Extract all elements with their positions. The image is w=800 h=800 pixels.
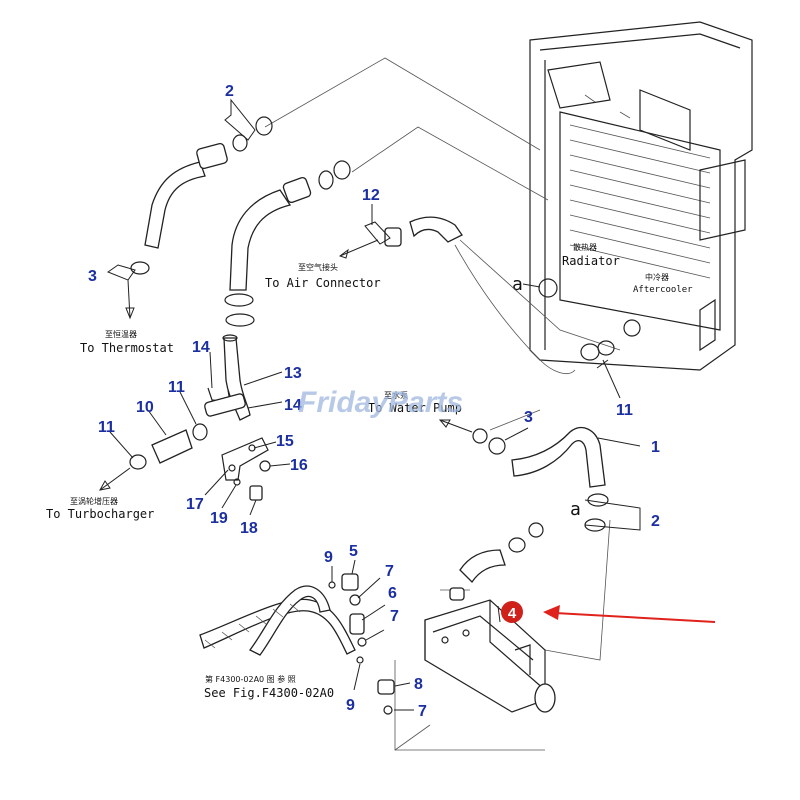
radiator-label: Radiator (562, 254, 620, 268)
callout-14: 14 (192, 339, 210, 356)
reference-lines (264, 57, 621, 661)
aftercooler-label: Aftercooler (633, 285, 693, 295)
thermostat-label: To Thermostat (80, 341, 174, 355)
callout-3: 3 (88, 268, 97, 285)
callout-5: 5 (349, 543, 358, 560)
turbocharger-label: To Turbocharger (46, 507, 154, 521)
turbocharger-label-cn: 至涡轮增压器 (70, 496, 118, 506)
callout-11: 11 (98, 419, 115, 436)
water-pump-label: To Water Pump (368, 401, 462, 415)
radiator-label-cn: 散热器 (573, 242, 597, 252)
callout-12: 12 (362, 187, 380, 204)
callout-leaders (106, 98, 641, 711)
callout-9: 9 (346, 697, 355, 714)
aftercooler-label-cn: 中冷器 (645, 272, 669, 282)
destination-labels: 至空气接头 To Air Connector 至恒温器 To Thermosta… (46, 239, 473, 700)
hose-1 (472, 427, 609, 532)
callout-16: 16 (290, 457, 308, 474)
ref-a-upper: a (512, 274, 523, 295)
callout-8: 8 (414, 676, 423, 693)
thermostat-label-cn: 至恒温器 (105, 329, 137, 339)
lower-assembly (199, 522, 556, 751)
callouts: 2 3 12 14 13 14 10 11 11 15 16 17 19 18 … (88, 83, 660, 720)
callout-18: 18 (240, 520, 258, 537)
callout-11: 11 (616, 402, 633, 419)
callout-7: 7 (390, 608, 399, 625)
callout-7: 7 (418, 703, 427, 720)
callout-17: 17 (186, 496, 204, 513)
callout-19: 19 (210, 510, 228, 527)
callout-13: 13 (284, 365, 302, 382)
callout-3: 3 (524, 409, 533, 426)
callout-15: 15 (276, 433, 294, 450)
air-connector-label-cn: 至空气接头 (298, 262, 338, 272)
see-fig-label: See Fig.F4300-02A0 (204, 686, 334, 700)
callout-1: 1 (651, 439, 660, 456)
callout-11: 11 (168, 379, 185, 396)
callout-2: 2 (651, 513, 660, 530)
callout-4: 4 (508, 605, 517, 622)
fridayparts-watermark: FridayParts (298, 386, 463, 419)
ref-a-lower: a (570, 499, 581, 520)
radiator-assembly: 散热器 Radiator 中冷器 Aftercooler a a (512, 21, 753, 520)
callout-2: 2 (225, 83, 234, 100)
callout-6: 6 (388, 585, 397, 602)
pipe-and-bracket (129, 334, 271, 501)
see-fig-label-cn: 第 F4300-02A0 图 参 照 (205, 674, 296, 684)
callout-7: 7 (385, 563, 394, 580)
highlight-part-4: 4 (501, 601, 716, 623)
highlight-badge (501, 601, 523, 623)
callout-10: 10 (136, 399, 154, 416)
air-connector-label: To Air Connector (265, 276, 381, 290)
upper-hoses (130, 116, 615, 374)
water-pump-label-cn: 至水泵 (384, 390, 408, 400)
callout-9: 9 (324, 549, 333, 566)
callout-14: 14 (284, 397, 302, 414)
